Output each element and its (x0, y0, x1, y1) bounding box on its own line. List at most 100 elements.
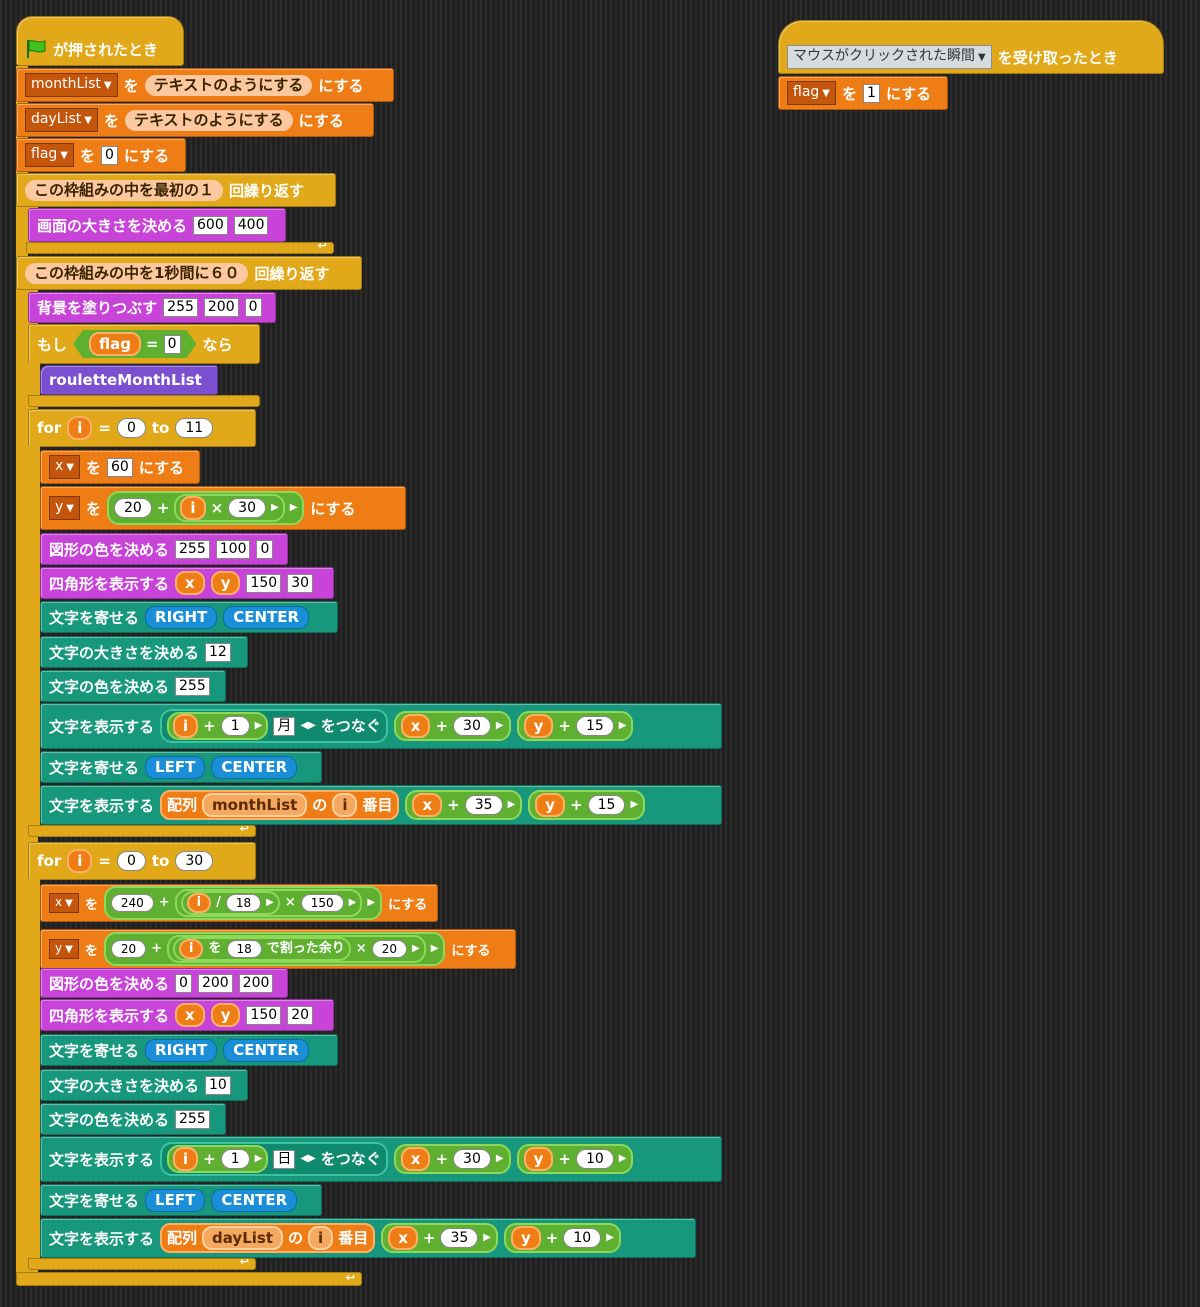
background-block[interactable]: 背景を塗りつぶす 255 200 0 (28, 292, 276, 323)
align-v-option[interactable]: CENTER (211, 1188, 298, 1212)
var-dropdown-daylist[interactable]: dayList▼ (25, 108, 98, 132)
repeat-once-label[interactable]: この枠組みの中を最初の１ (25, 179, 224, 201)
y-variable[interactable]: y (210, 1003, 241, 1027)
factor-input[interactable]: 20 (371, 940, 407, 958)
align-v-option[interactable]: CENTER (223, 605, 310, 629)
set-monthlist-block[interactable]: monthList▼ を テキストのようにする にする (16, 68, 394, 102)
arrow-right-icon[interactable]: ▶ (254, 720, 263, 731)
fill-block[interactable]: 図形の色を決める 255 100 0 (40, 533, 288, 565)
divide-operator[interactable]: i / 18 ▶ (180, 891, 280, 915)
i-variable[interactable]: i (308, 1226, 334, 1250)
one-input[interactable]: 1 (220, 1149, 250, 1169)
x-variable[interactable]: x (400, 1147, 431, 1171)
rect-block[interactable]: 四角形を表示する x y 150 20 (40, 999, 334, 1031)
align-v-option[interactable]: CENTER (223, 1038, 310, 1062)
factor-input[interactable]: 150 (300, 894, 344, 912)
arrow-right-icon[interactable]: ▶ (618, 1153, 627, 1164)
i-variable[interactable]: i (186, 893, 212, 913)
x-variable[interactable]: x (388, 1226, 418, 1250)
add-operator[interactable]: 240 + i / 18 ▶ × 150 ▶ ▶ (103, 886, 383, 920)
x-offset-input[interactable]: 35 (464, 795, 503, 815)
arrow-right-icon[interactable]: ▶ (411, 943, 420, 954)
add-y-operator[interactable]: y + 10 ▶ (504, 1223, 621, 1253)
y-variable[interactable]: y (511, 1226, 541, 1250)
list-item-reporter[interactable]: 配列 dayList の i 番目 (160, 1223, 376, 1253)
fill-b-input[interactable]: 0 (256, 539, 274, 559)
var-dropdown-x[interactable]: x▼ (49, 893, 79, 913)
show-text-block[interactable]: 文字を表示する i + 1 ▶ 日 ◀▶ をつなぐ x + 30 ▶ y + 1… (40, 1136, 722, 1182)
divisor-input[interactable]: 18 (226, 940, 262, 958)
bg-g-input[interactable]: 200 (203, 298, 239, 317)
addend-input[interactable]: 240 (110, 894, 154, 912)
x-value-input[interactable]: 60 (107, 457, 133, 477)
y-offset-input[interactable]: 10 (563, 1228, 602, 1248)
repeat-loop-label[interactable]: この枠組みの中を1秒間に６０ (25, 262, 249, 284)
add-operator[interactable]: i + 1 ▶ (167, 1145, 269, 1173)
green-flag-hat-block[interactable]: が押されたとき (16, 16, 184, 66)
list-item-reporter[interactable]: 配列 monthList の i 番目 (160, 790, 400, 820)
size-block[interactable]: 画面の大きさを決める 600 400 (28, 208, 286, 242)
arrow-right-icon[interactable]: ▶ (289, 502, 298, 513)
one-input[interactable]: 1 (220, 716, 250, 736)
from-input[interactable]: 0 (116, 418, 146, 438)
multiply-operator[interactable]: i を 18 で割った余り × 20 ▶ (167, 935, 426, 963)
add-operator[interactable]: 20 + i × 30 ▶ ▶ (107, 491, 305, 525)
multiply-operator[interactable]: i / 18 ▶ × 150 ▶ (174, 889, 363, 917)
for-loop-day-block[interactable]: for i = 0 to 30 (28, 842, 256, 880)
arrow-right-icon[interactable]: ▶ (430, 943, 439, 954)
repeat-once-block[interactable]: この枠組みの中を最初の１ 回繰り返す (16, 173, 336, 207)
text-align-block[interactable]: 文字を寄せる RIGHT CENTER (40, 601, 338, 633)
var-dropdown-x[interactable]: x▼ (49, 455, 80, 479)
i-variable[interactable]: i (173, 714, 199, 738)
loop-var-i[interactable]: i (67, 416, 93, 440)
text-size-block[interactable]: 文字の大きさを決める 10 (40, 1069, 248, 1101)
i-variable[interactable]: i (179, 939, 204, 959)
set-daylist-block[interactable]: dayList▼ を テキストのようにする にする (16, 103, 374, 137)
roulette-month-block[interactable]: rouletteMonthList (40, 365, 218, 395)
join-operator[interactable]: i + 1 ▶ 日 ◀▶ をつなぐ (160, 1142, 388, 1176)
if-block[interactable]: もし flag = 0 なら (28, 324, 260, 364)
flag-variable[interactable]: flag (89, 332, 141, 356)
set-flag-block[interactable]: flag▼ を 1 にする (778, 76, 948, 110)
daylist-variable[interactable]: dayList (202, 1226, 284, 1250)
join-operator[interactable]: i + 1 ▶ 月 ◀▶ をつなぐ (160, 709, 388, 743)
broadcast-receive-hat-block[interactable]: マウスがクリックされた瞬間▼ を受け取ったとき (778, 20, 1164, 74)
unit-input[interactable]: 日 (273, 1149, 296, 1169)
rect-h-input[interactable]: 20 (287, 1005, 314, 1025)
y-offset-input[interactable]: 10 (575, 1149, 614, 1169)
add-y-operator[interactable]: y + 15 ▶ (516, 711, 634, 741)
x-offset-input[interactable]: 30 (453, 1149, 491, 1169)
arrow-right-icon[interactable]: ▶ (618, 720, 627, 731)
x-variable[interactable]: x (175, 1003, 205, 1027)
var-dropdown-flag[interactable]: flag▼ (787, 81, 836, 105)
equals-condition[interactable]: flag = 0 (73, 330, 196, 358)
align-h-option[interactable]: RIGHT (145, 1038, 218, 1062)
factor-input[interactable]: 30 (228, 498, 266, 518)
arrow-right-icon[interactable]: ▶ (495, 1153, 504, 1164)
rect-w-input[interactable]: 150 (246, 1005, 282, 1025)
arrow-right-icon[interactable]: ▶ (507, 799, 516, 810)
for-loop-month-block[interactable]: for i = 0 to 11 (28, 409, 256, 447)
add-operator[interactable]: i + 1 ▶ (167, 712, 269, 740)
monthlist-variable[interactable]: monthList (202, 793, 308, 817)
fill-r-input[interactable]: 0 (175, 973, 192, 993)
rect-h-input[interactable]: 30 (287, 573, 314, 593)
repeat-loop-block[interactable]: この枠組みの中を1秒間に６０ 回繰り返す (16, 256, 362, 290)
event-dropdown[interactable]: マウスがクリックされた瞬間▼ (787, 45, 992, 69)
y-variable[interactable]: y (523, 714, 554, 738)
compare-value-input[interactable]: 0 (164, 335, 181, 354)
x-offset-input[interactable]: 35 (440, 1228, 479, 1248)
x-offset-input[interactable]: 30 (453, 716, 491, 736)
to-input[interactable]: 11 (175, 418, 214, 438)
text-align-block[interactable]: 文字を寄せる LEFT CENTER (40, 751, 322, 783)
arrow-right-icon[interactable]: ▶ (270, 502, 279, 513)
var-dropdown-y[interactable]: y▼ (49, 496, 80, 520)
add-x-operator[interactable]: x + 35 ▶ (381, 1223, 498, 1253)
loop-var-i[interactable]: i (67, 849, 93, 873)
to-input[interactable]: 30 (175, 851, 214, 871)
add-x-operator[interactable]: x + 30 ▶ (393, 1144, 511, 1174)
align-v-option[interactable]: CENTER (211, 755, 298, 779)
unit-input[interactable]: 月 (273, 716, 296, 736)
value-input[interactable]: 1 (863, 83, 880, 103)
show-text-block[interactable]: 文字を表示する i + 1 ▶ 月 ◀▶ をつなぐ x + 30 ▶ y + 1… (40, 703, 722, 749)
